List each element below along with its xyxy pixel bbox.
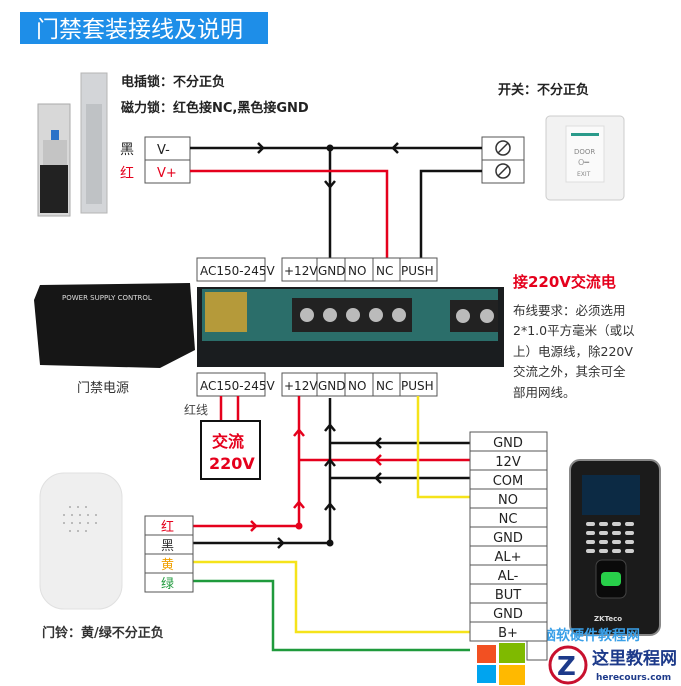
instructions-line: 上）电源线，除220V [513,344,633,359]
exit-button-door-text: DOOR [574,148,595,156]
lock-black-wire-label: 黑 [120,142,134,158]
lock-terminal-plus-label: V+ [157,166,177,181]
psu-terminal-label: GND [318,379,346,393]
doorbell-wire-label: 黑 [161,539,174,554]
instructions-text: 布线要求：必须选用 2*1.0平方毫米（或以 上）电源线，除220V 交流之外，… [513,303,635,400]
controller-terminal-label: NC [499,512,518,527]
watermark-site-url: herecours.com [596,673,671,683]
instructions-line: 2*1.0平方毫米（或以 [513,323,635,338]
watermark-site-name: 这里教程网 [592,648,677,669]
controller-terminal-block: GND 12V COM NO NC GND AL+ AL- BUT GND B+ [469,431,548,661]
doorbell-terminal-block: 红 黑 黄 绿 [144,515,194,593]
windows-logo-icon [477,643,525,685]
lock-red-wire-label: 红 [120,166,134,182]
controller-terminal-label: AL+ [494,550,521,565]
instructions-line: 布线要求：必须选用 [513,303,626,318]
psu-terminal-label: +12V [284,379,318,393]
psu-terminal-label: NO [348,379,366,393]
doorbell-wire-label: 黄 [161,558,174,573]
controller-terminal-label: GND [493,436,523,451]
instructions-line: 部用网线。 [513,385,576,400]
instructions-heading: 接220V交流电 [513,273,616,291]
doorbell-green-wire [193,579,470,652]
doorbell-image [39,472,123,610]
controller-terminal-label: 12V [495,455,521,470]
controller-terminal-label: GND [493,531,523,546]
fingerprint-terminal-image: ZKTeco [569,459,661,636]
doorbell-yellow-wire [193,560,470,634]
strike-lock-image [37,103,71,217]
screw-icon [495,163,511,179]
instructions-line: 交流之外，其余可全 [513,364,626,379]
psu-ac-terminal-label: AC150-245V [200,379,276,393]
power-supply-label: 门禁电源 [77,381,129,396]
ac-220v-box [200,420,261,480]
controller-terminal-label: B+ [498,626,518,641]
z-logo-icon: Z [548,645,588,685]
controller-terminal-label: NO [498,493,518,508]
watermark-behind-text: 电脑软硬件教程网 [528,627,640,644]
controller-terminal-label: BUT [495,588,521,603]
title-banner [20,12,268,44]
controller-terminal-label: AL- [498,569,519,584]
psu-terminal-label: PUSH [401,379,434,393]
exit-button-exit-text: EXIT [577,171,591,178]
ac-wire-label: 红线 [184,402,208,417]
junction-node [326,539,334,547]
screw-icon [495,140,511,156]
psu-terminal-label: NC [376,379,393,393]
controller-terminal-label: GND [493,607,523,622]
page-title: 门禁套装接线及说明 [36,17,243,43]
psu-terminal-label: PUSH [401,264,434,278]
lock-terminal-minus-label: V- [157,143,170,158]
psu-board-image [197,287,504,367]
psu-terminal-label: +12V [284,264,318,278]
psu-terminal-labels-top: AC150-245V +12V GND NO NC PUSH [196,257,438,282]
ac-box-line2: 220V [209,454,255,473]
doorbell-note: 门铃：黄/绿不分正负 [42,625,164,641]
psu-terminal-label: GND [318,264,346,278]
controller-terminal [526,640,548,661]
watermark: Z 电脑软硬件教程网 这里教程网 herecours.com [477,627,677,685]
doorbell-wire-label: 红 [161,519,174,535]
switch-wire [419,169,482,258]
psu-terminal-labels-bottom: AC150-245V +12V GND NO NC PUSH [196,372,438,397]
psu-terminal-label: NO [348,264,366,278]
junction-node [326,144,334,152]
power-supply-image: POWER SUPPLY CONTROL [34,283,195,368]
strike-lock-note: 电插锁：不分正负 [121,74,225,90]
svg-text:Z: Z [557,652,576,682]
exit-button-image: DOOR EXIT O━ [545,115,625,201]
device-brand: ZKTeco [594,615,622,623]
controller-terminal [469,621,548,642]
doorbell-wire-label: 绿 [161,577,174,592]
magnetic-lock-image [80,72,108,214]
junction-node [295,522,303,530]
lock-red-wire [190,169,389,258]
ac-box-line1: 交流 [212,432,244,451]
lock-black-wire [190,142,482,258]
push-yellow-wire [416,396,470,499]
psu-ac-terminal-label: AC150-245V [200,264,276,278]
controller-terminal-label: COM [493,474,524,489]
magnetic-lock-note: 磁力锁：红色接NC,黑色接GND [121,100,309,116]
power-supply-device-text: POWER SUPPLY CONTROL [62,294,152,302]
key-icon: O━ [578,158,589,167]
psu-terminal-label: NC [376,264,393,278]
switch-note: 开关：不分正负 [498,82,589,98]
